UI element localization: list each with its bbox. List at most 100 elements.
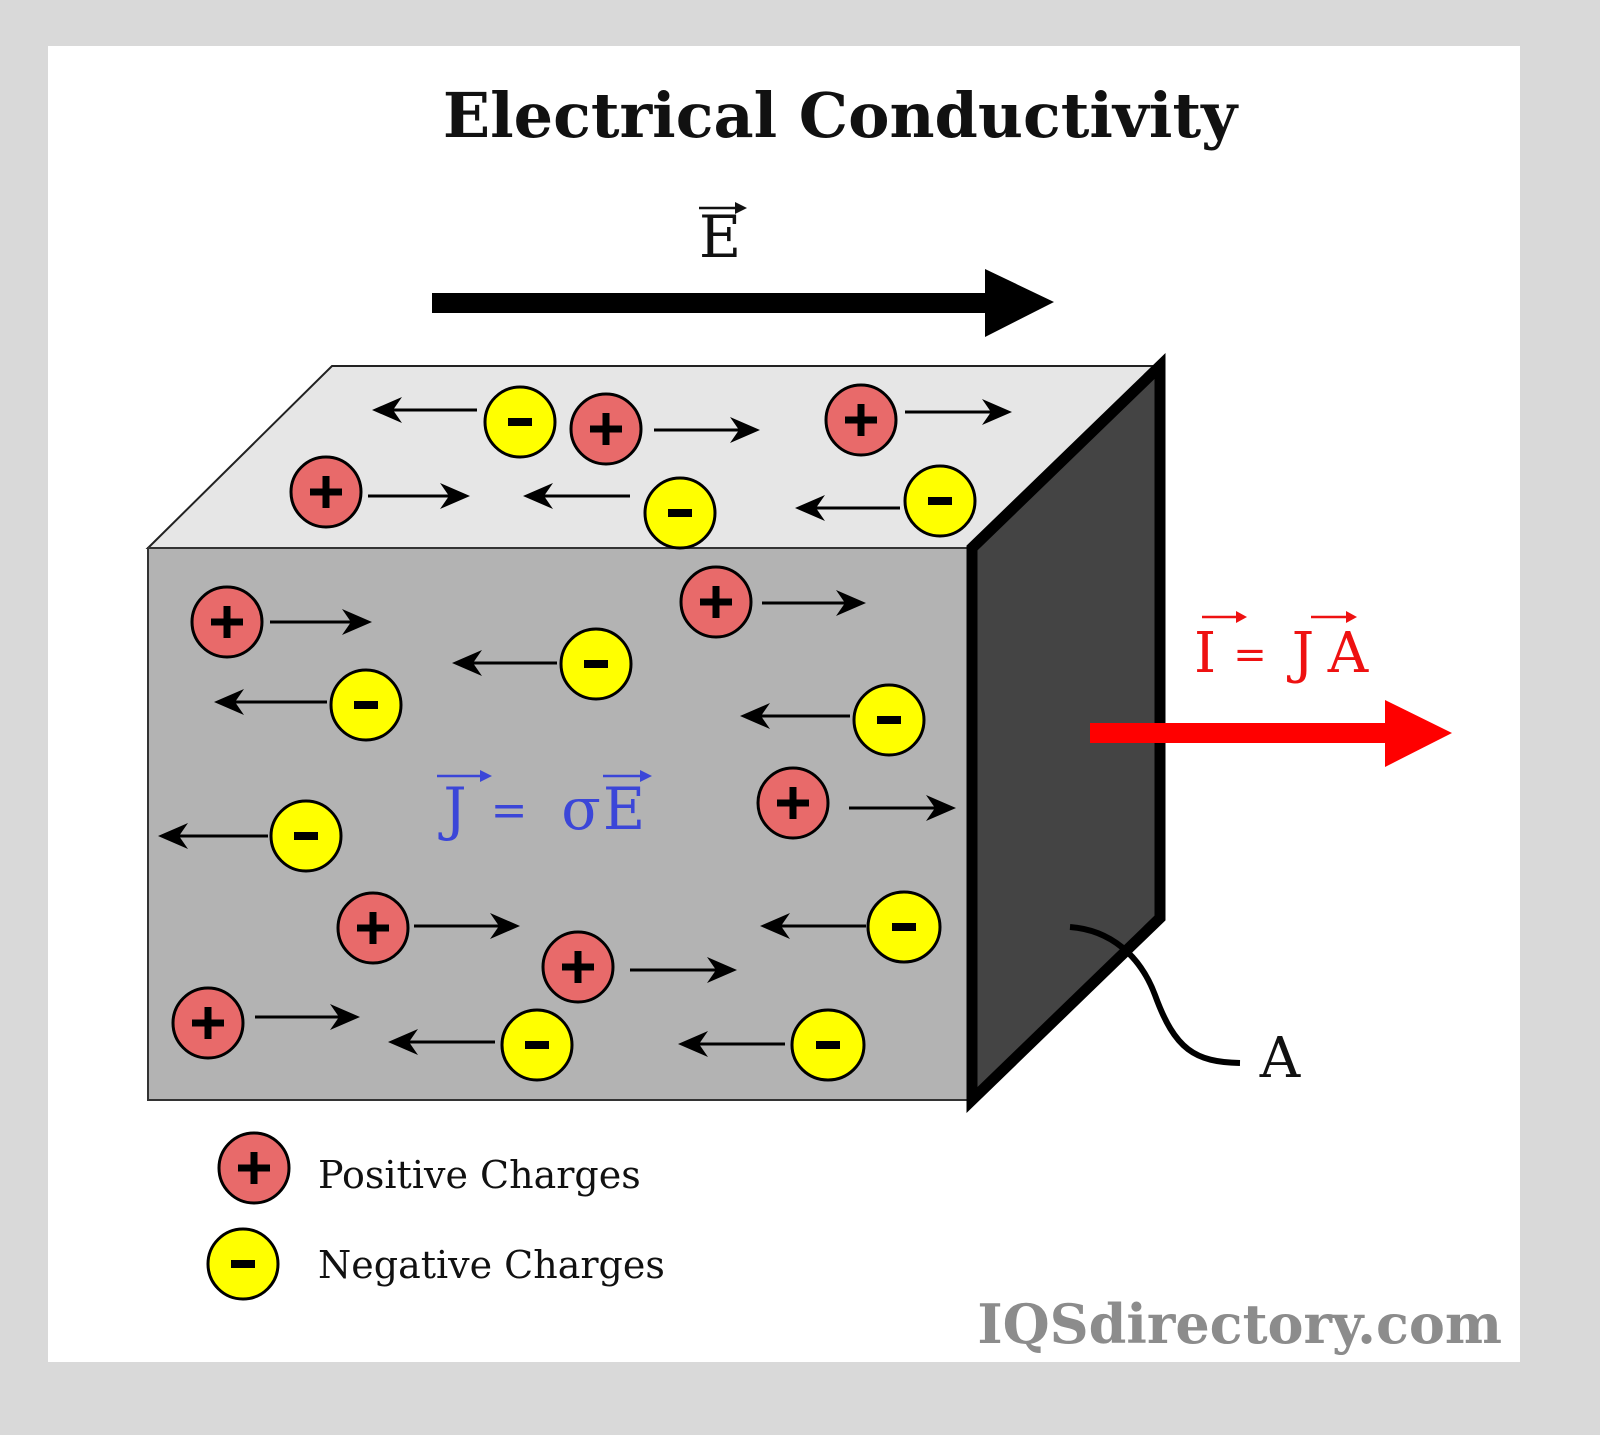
negative-charge-icon [852,683,926,757]
positive-charge-icon [569,392,643,466]
drift-arrow [388,1029,495,1055]
negative-charge-icon [500,1008,574,1082]
plus-bar [857,404,865,436]
field-symbol: E [699,203,741,271]
vector-arrowhead-icon [1346,611,1357,623]
watermark: IQSdirectory.com [977,1292,1502,1356]
current-density-symbol: J [438,775,466,843]
charge-negative [214,668,403,742]
charge-negative [372,385,557,459]
drift-arrow-head-icon [760,913,790,939]
plus-bar [712,586,720,618]
drift-arrow [255,1004,360,1030]
drift-arrow [678,1031,785,1057]
negative-charge-icon [866,890,942,964]
positive-charge-icon [679,565,753,639]
negative-charge-icon [206,1227,280,1301]
drift-arrow-head-icon [678,1031,708,1057]
positive-charge-icon [171,986,245,1060]
legend: Positive Charges Negative Charges [206,1131,665,1301]
positive-charge-icon [541,930,615,1004]
charge-positive [541,930,737,1004]
drift-arrow-head-icon [836,590,866,616]
drift-arrow [523,483,630,509]
charge-positive [289,455,470,529]
vector-arrowhead-icon [640,770,652,782]
minus-bar [508,418,532,426]
legend-label: Negative Charges [318,1243,665,1287]
charge-positive [336,891,520,965]
current-arrow [1090,700,1452,767]
area-leader-line [1069,924,1241,1066]
charge-positive [190,585,372,659]
drift-arrow [214,689,327,715]
positive-charge-icon [289,455,363,529]
minus-bar [816,1041,840,1049]
charge-negative [795,464,977,538]
legend-item-positive: Positive Charges [217,1131,641,1205]
field-label: E [699,202,747,271]
vector-arrowhead-icon [480,770,492,782]
drift-arrow-head-icon [330,1004,360,1030]
plus-bar [789,787,797,819]
drift-arrow [905,399,1012,425]
drift-arrow-head-icon [740,703,770,729]
drift-arrow-head-icon [440,483,470,509]
drift-arrow [372,397,477,423]
drift-arrow-head-icon [707,957,737,983]
drift-arrow [368,483,470,509]
positive-charge-icon [336,891,410,965]
positive-charge-icon [217,1131,291,1205]
charge-positive [171,986,360,1060]
plus-bar [369,912,377,944]
drift-arrow-head-icon [158,823,188,849]
positive-charge-icon [756,766,830,840]
field-arrow-head-icon [985,269,1054,337]
drift-arrow-head-icon [372,397,402,423]
plus-bar [322,476,330,508]
conductivity-symbol: σ [561,775,601,843]
minus-bar [354,701,378,709]
plus-bar [574,951,582,983]
charge-positive [679,565,866,639]
positive-charge-icon [217,1131,291,1205]
charge-negative [158,799,343,873]
minus-bar [877,716,901,724]
drift-arrow [630,957,737,983]
drift-arrow-head-icon [926,795,956,821]
charge-positive [569,392,760,466]
plus-bar [204,1007,212,1039]
minus-bar [525,1041,549,1049]
drift-arrow [452,650,557,676]
drift-arrow [414,913,520,939]
negative-charge-icon [329,668,403,742]
current-equation: I = J A [1194,611,1369,686]
minus-bar [928,497,952,505]
drift-arrow-head-icon [342,609,372,635]
vector-arrowhead-icon [735,202,747,214]
charge-positive [824,383,1012,457]
drift-arrow-head-icon [452,650,482,676]
plus-bar [602,413,610,445]
negative-charge-icon [643,476,717,550]
area-label: A [1259,1026,1301,1091]
current-density-symbol: J [1287,621,1314,686]
drift-arrow-head-icon [730,417,760,443]
field-arrow-shaft [432,293,992,313]
minus-bar [294,832,318,840]
charge-negative [740,683,926,757]
legend-item-negative: Negative Charges [206,1227,665,1301]
minus-bar [892,923,916,931]
drift-arrow-head-icon [388,1029,418,1055]
plus-bar [250,1152,258,1184]
drift-arrow-head-icon [214,689,244,715]
drift-arrow [795,495,900,521]
charge-negative [388,1008,574,1082]
negative-charge-icon [206,1227,280,1301]
electric-field-arrow [432,269,1054,337]
charge-negative [678,1008,866,1082]
drift-arrow [654,417,760,443]
equals-sign: = [1233,632,1267,678]
negative-charge-icon [903,464,977,538]
